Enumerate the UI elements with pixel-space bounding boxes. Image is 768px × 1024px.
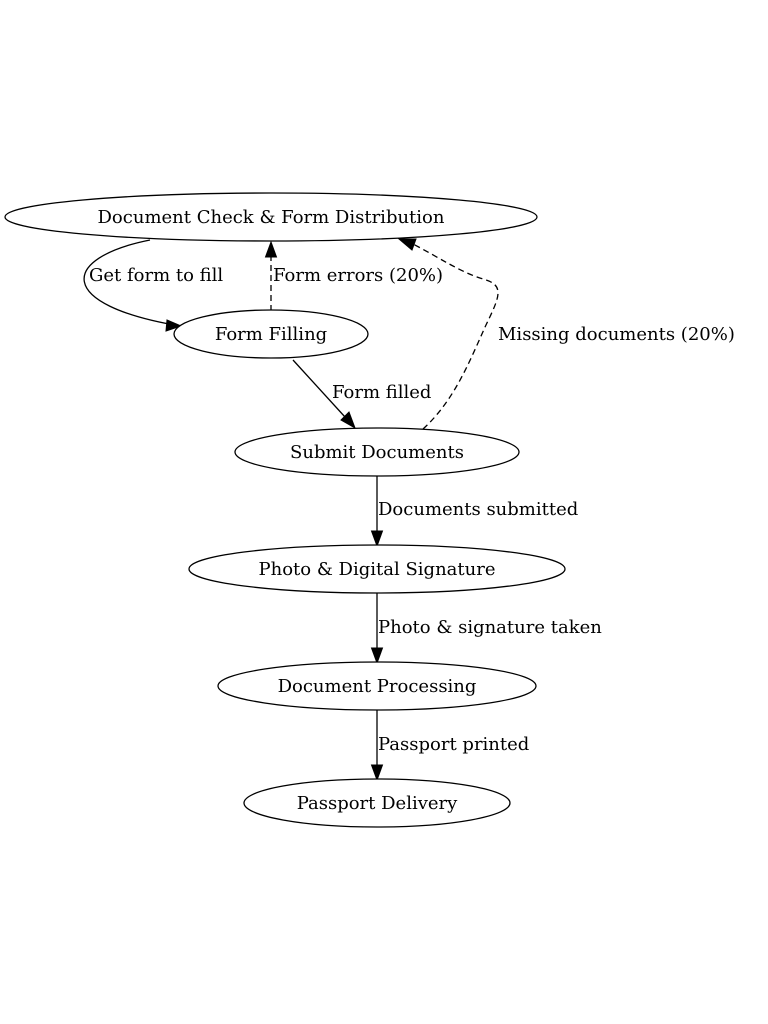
edge-passport-printed <box>370 710 384 782</box>
node-document-check-shape <box>4 192 538 242</box>
edge-form-filled-line <box>292 359 346 418</box>
edge-label-photo-taken: Photo & signature taken <box>378 617 602 638</box>
node-document-processing-label: Document Processing <box>278 676 477 697</box>
edge-label-get-form: Get form to fill <box>89 265 223 286</box>
edge-missing-docs-arrowhead <box>397 238 417 251</box>
node-passport-delivery-shape <box>243 778 511 828</box>
node-form-filling-shape <box>173 309 369 359</box>
edge-label-form-filled: Form filled <box>332 382 431 403</box>
edge-missing-docs-line <box>412 243 499 430</box>
edge-get-form <box>83 239 183 332</box>
node-document-processing-shape <box>217 661 537 711</box>
node-photo-signature-label: Photo & Digital Signature <box>258 559 495 580</box>
node-document-processing: Document Processing <box>217 661 537 711</box>
edge-photo-taken-arrowhead <box>370 647 384 665</box>
edge-form-filled <box>292 359 356 430</box>
edge-docs-submitted <box>370 476 384 548</box>
node-submit-documents-label: Submit Documents <box>290 442 464 463</box>
node-document-check-label: Document Check & Form Distribution <box>98 207 445 228</box>
node-photo-signature: Photo & Digital Signature <box>188 544 566 594</box>
edge-form-errors <box>264 240 278 311</box>
node-passport-delivery: Passport Delivery <box>243 778 511 828</box>
node-document-check: Document Check & Form Distribution <box>4 192 538 242</box>
edge-label-missing-docs: Missing documents (20%) <box>498 324 735 345</box>
edge-docs-submitted-arrowhead <box>370 530 384 548</box>
edge-label-form-errors: Form errors (20%) <box>273 265 443 286</box>
edge-get-form-arrowhead <box>165 319 183 332</box>
edge-form-filled-arrowhead <box>340 411 356 430</box>
edge-form-errors-arrowhead <box>264 240 278 258</box>
edge-get-form-line <box>83 239 181 327</box>
node-form-filling: Form Filling <box>173 309 369 359</box>
edge-missing-docs <box>397 238 499 430</box>
node-submit-documents-shape <box>234 427 520 477</box>
node-submit-documents: Submit Documents <box>234 427 520 477</box>
edge-passport-printed-arrowhead <box>370 764 384 782</box>
edge-label-passport-printed: Passport printed <box>378 734 529 755</box>
node-photo-signature-shape <box>188 544 566 594</box>
node-form-filling-label: Form Filling <box>215 324 327 345</box>
edge-photo-taken <box>370 593 384 665</box>
edge-label-docs-submitted: Documents submitted <box>378 499 578 520</box>
node-passport-delivery-label: Passport Delivery <box>297 793 458 814</box>
